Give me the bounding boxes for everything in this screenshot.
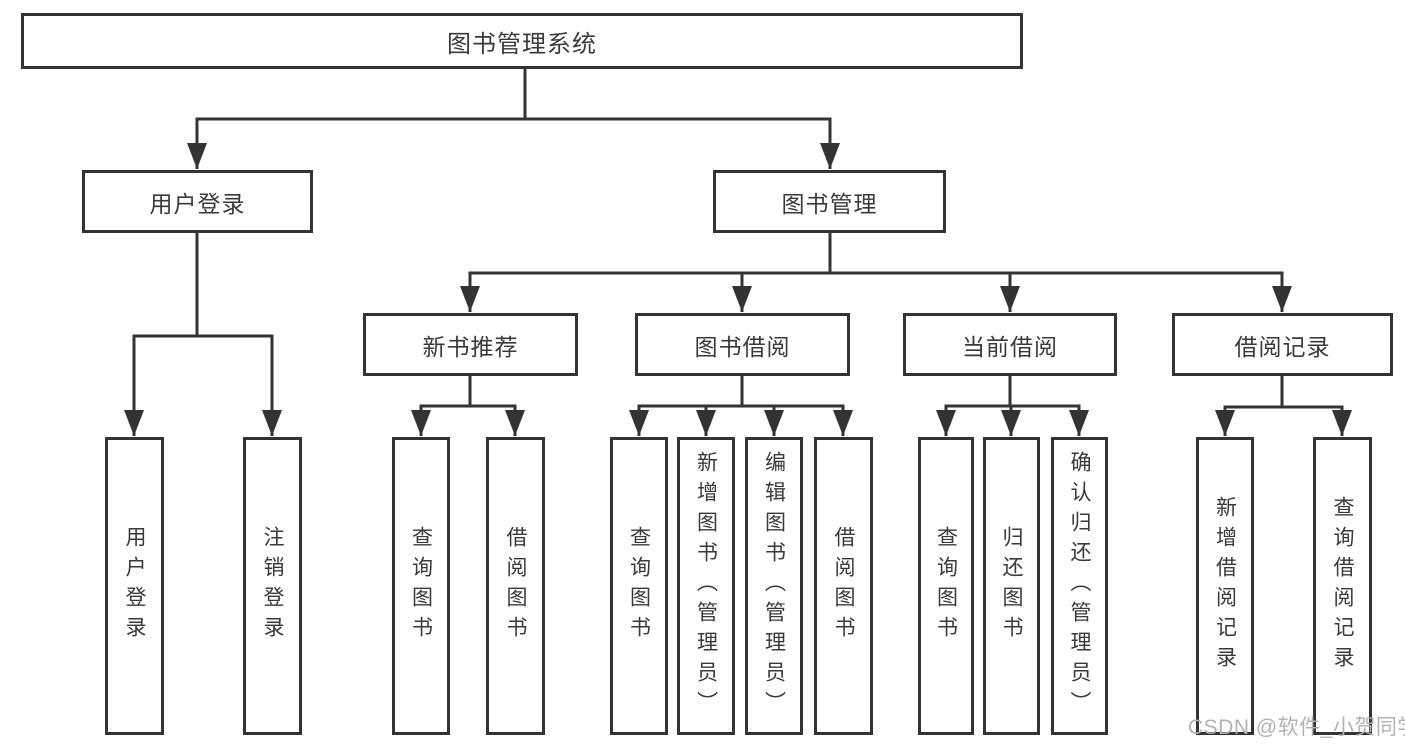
node-label: 新书推荐 [422,333,519,360]
leaf-user-login: 用户登录 [105,437,164,735]
leaf-query-books-current: 查询图书 [918,437,974,735]
node-new-book-recommendation: 新书推荐 [363,313,578,376]
node-label: 图书管理系统 [447,30,597,58]
leaf-add-books-admin: 新增图书（管理员） [677,437,735,735]
leaf-borrow-books-recommend: 借阅图书 [486,437,545,735]
node-label: 查询图书 [627,526,651,646]
node-library-management-system: 图书管理系统 [21,13,1023,69]
node-user-login: 用户登录 [82,170,313,233]
node-label: 注销登录 [261,526,284,646]
node-label: 查询图书 [934,526,958,646]
node-label: 借阅记录 [1234,333,1331,360]
node-label: 新增图书（管理员） [694,451,718,721]
node-label: 归还图书 [1000,526,1023,646]
node-label: 查询图书 [409,526,433,646]
node-label: 新增借阅记录 [1213,496,1237,676]
leaf-query-books-borrowing: 查询图书 [610,437,668,735]
leaf-borrow-books: 借阅图书 [814,437,873,735]
leaf-query-books-recommend: 查询图书 [392,437,450,735]
node-label: 图书借阅 [694,333,791,360]
node-label: 借阅图书 [504,526,527,646]
node-label: 借阅图书 [832,526,855,646]
node-label: 查询借阅记录 [1331,496,1354,676]
node-label: 编辑图书（管理员） [762,451,786,721]
leaf-confirm-return-admin: 确认归还（管理员） [1051,437,1108,735]
node-label: 确认归还（管理员） [1068,451,1091,721]
node-book-borrowing: 图书借阅 [635,313,850,376]
node-label: 用户登录 [149,190,246,217]
node-label: 图书管理 [781,190,878,217]
node-current-borrowing: 当前借阅 [903,313,1117,376]
leaf-edit-books-admin: 编辑图书（管理员） [745,437,803,735]
node-borrowing-records: 借阅记录 [1172,313,1393,376]
leaf-logout: 注销登录 [243,437,302,735]
leaf-query-borrow-record: 查询借阅记录 [1313,437,1372,735]
leaf-return-books: 归还图书 [983,437,1040,735]
watermark-text: CSDN @软件_小贺同学 [1188,716,1405,739]
node-label: 当前借阅 [962,333,1058,360]
node-label: 用户登录 [123,526,146,646]
leaf-add-borrow-record: 新增借阅记录 [1196,437,1254,735]
node-book-management: 图书管理 [713,170,946,233]
